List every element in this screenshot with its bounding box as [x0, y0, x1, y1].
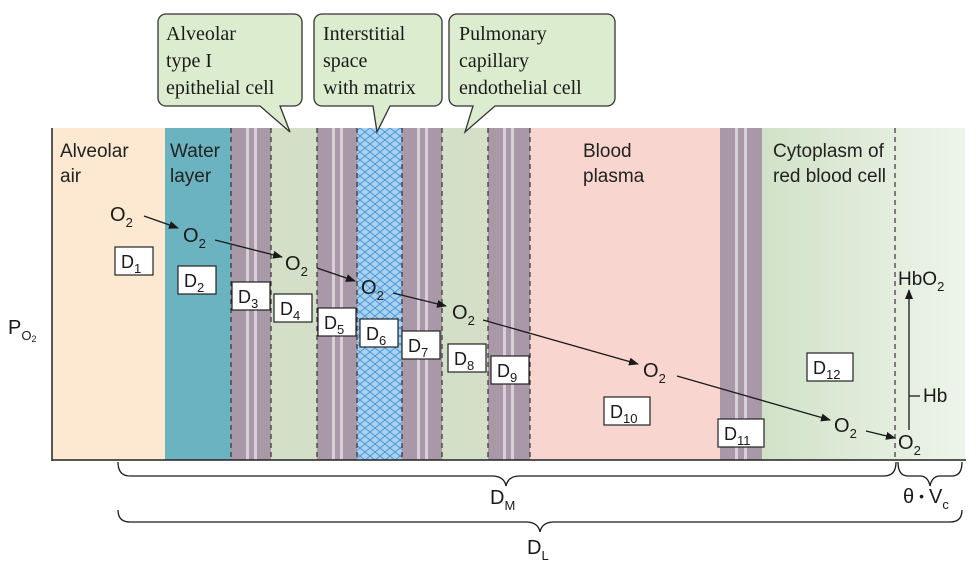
- d-box: D11: [717, 418, 765, 448]
- water-layer-label-2: layer: [170, 166, 212, 187]
- callout-epithelial: Alveolar type I epithelial cell: [157, 13, 303, 133]
- dl-label: DL: [527, 537, 549, 563]
- o2-labels: O2 O2 O2 O2 O2 O2 O2 O2: [110, 204, 921, 458]
- callout-endothelial: Pulmonary capillary endothelial cell: [448, 13, 616, 134]
- rbc-label-1: Cytoplasm of: [773, 141, 885, 162]
- svg-text:D3: D3: [238, 287, 258, 311]
- svg-text:D12: D12: [813, 358, 840, 382]
- callout-epithelial-line3: epithelial cell: [166, 77, 275, 99]
- callout-epithelial-line1: Alveolar: [166, 23, 236, 45]
- svg-text:D11: D11: [724, 424, 751, 448]
- endothelial-cytoplasm-band: [442, 128, 488, 460]
- brace-dm: [117, 461, 897, 487]
- o2-label: O2: [643, 360, 666, 386]
- endothelial-membrane-2: [488, 128, 530, 460]
- rbc-cytoplasm-band: [762, 128, 965, 460]
- blood-plasma-label-2: plasma: [583, 166, 645, 187]
- o2-arrows: [143, 215, 920, 440]
- callout-interstitial-line3: with matrix: [323, 77, 416, 99]
- o2-label: O2: [110, 204, 133, 230]
- d-box: D3: [231, 281, 271, 311]
- d-box: D4: [273, 293, 313, 323]
- callout-interstitial-line2: space: [323, 50, 368, 72]
- d-box: D6: [359, 318, 399, 348]
- callout-interstitial: Interstitial space with matrix: [313, 13, 443, 135]
- o2-label: O2: [898, 432, 921, 458]
- o2-label: O2: [834, 415, 857, 441]
- alveolar-air-band: [52, 128, 165, 460]
- svg-text:D10: D10: [610, 402, 637, 426]
- d-box: D2: [177, 265, 217, 295]
- callout-interstitial-line1: Interstitial: [323, 23, 406, 45]
- epithelial-membrane-2: [317, 128, 357, 460]
- d-box: D1: [114, 246, 154, 276]
- callout-endothelial-line1: Pulmonary: [459, 23, 547, 45]
- d-box: D7: [401, 330, 441, 360]
- svg-text:D6: D6: [366, 324, 386, 348]
- brace-theta-vc: [897, 461, 963, 487]
- rbc-membrane: [720, 128, 762, 460]
- dm-label: DM: [490, 487, 515, 513]
- rbc-label-2: red blood cell: [773, 166, 886, 187]
- endothelial-membrane-1: [402, 128, 442, 460]
- d-box: D9: [490, 355, 530, 385]
- o2-label: O2: [183, 225, 206, 251]
- callout-endothelial-line3: endothelial cell: [459, 77, 582, 99]
- brace-dl: [117, 509, 963, 533]
- y-axis-label: PO2: [8, 317, 36, 344]
- svg-text:D2: D2: [184, 271, 204, 295]
- svg-text:D9: D9: [497, 361, 517, 385]
- dashed-boundaries: [230, 128, 896, 460]
- svg-text:D5: D5: [324, 313, 344, 337]
- svg-text:D7: D7: [408, 336, 428, 360]
- svg-text:D8: D8: [454, 349, 474, 373]
- alveolar-air-label-2: air: [60, 166, 82, 187]
- blood-plasma-label-1: Blood: [583, 141, 632, 162]
- callout-epithelial-line2: type I: [166, 50, 212, 72]
- d-box: D5: [317, 307, 357, 337]
- callout-endothelial-line2: capillary: [459, 50, 529, 72]
- svg-text:D4: D4: [280, 299, 300, 323]
- o2-label: O2: [452, 302, 475, 328]
- svg-text:D1: D1: [121, 252, 141, 276]
- o2-label: O2: [361, 277, 384, 303]
- o2-label: O2: [285, 253, 308, 279]
- hbo2-label: HbO2: [898, 269, 944, 294]
- hb-label: Hb: [923, 386, 947, 407]
- theta-vc-label: θ•Vc: [903, 486, 949, 512]
- water-layer-label-1: Water: [170, 141, 221, 162]
- d-box: D10: [603, 396, 651, 426]
- alveolar-air-label-1: Alveolar: [60, 141, 129, 162]
- d-box: D8: [447, 343, 487, 373]
- d-box: D12: [806, 352, 854, 382]
